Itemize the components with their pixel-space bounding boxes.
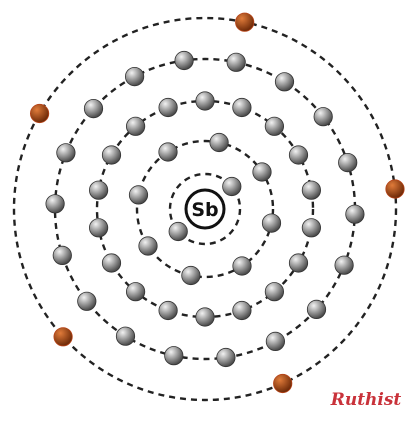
nucleus: Sb (186, 190, 224, 228)
valence-electron-shell-5-4 (54, 328, 72, 346)
electron-shell-1-2 (169, 222, 187, 240)
electron-shell-4-13 (53, 246, 71, 264)
electron-shell-3-9 (233, 301, 251, 319)
electron-shell-3-12 (126, 283, 144, 301)
electron-shell-4-15 (57, 144, 75, 162)
electron-shell-2-8 (159, 143, 177, 161)
electron-shell-4-12 (78, 292, 96, 310)
electron-shell-1-1 (223, 177, 241, 195)
electron-shell-4-14 (46, 195, 64, 213)
electron-shell-3-11 (159, 301, 177, 319)
electron-shell-2-2 (253, 163, 271, 181)
valence-electron-shell-5-3 (274, 374, 292, 392)
watermark-text: Ruthist (330, 390, 402, 410)
electron-shell-2-5 (182, 266, 200, 284)
electron-shell-4-6 (335, 256, 353, 274)
electron-shell-4-18 (175, 51, 193, 69)
electron-shell-3-6 (302, 219, 320, 237)
electron-shell-2-1 (210, 133, 228, 151)
electron-shell-3-13 (102, 254, 120, 272)
electron-shell-3-17 (126, 117, 144, 135)
electron-shell-2-7 (129, 186, 147, 204)
electron-shell-4-10 (165, 347, 183, 365)
electron-shell-4-16 (84, 99, 102, 117)
electron-shell-3-14 (89, 219, 107, 237)
electron-shell-3-3 (265, 117, 283, 135)
valence-electron-shell-5-1 (236, 13, 254, 31)
electron-shell-3-1 (196, 92, 214, 110)
electron-shell-2-3 (262, 214, 280, 232)
electron-shell-3-4 (289, 146, 307, 164)
electron-shell-2-6 (139, 237, 157, 255)
electron-shell-3-8 (265, 283, 283, 301)
electron-shell-3-2 (233, 98, 251, 116)
electron-shell-4-7 (307, 300, 325, 318)
electron-shell-3-18 (159, 98, 177, 116)
electron-shell-2-4 (233, 257, 251, 275)
electron-shell-4-1 (227, 53, 245, 71)
valence-electron-shell-5-5 (30, 104, 48, 122)
electron-shell-4-9 (217, 348, 235, 366)
electron-shell-4-17 (125, 67, 143, 85)
valence-electron-shell-5-2 (386, 180, 404, 198)
electron-shell-3-7 (289, 254, 307, 272)
electron-shell-4-4 (339, 153, 357, 171)
electron-shell-4-11 (116, 327, 134, 345)
electron-shell-3-5 (302, 181, 320, 199)
nucleus-symbol: Sb (191, 199, 218, 221)
electron-shell-4-5 (346, 205, 364, 223)
electron-shell-3-16 (102, 146, 120, 164)
electron-shell-4-3 (314, 108, 332, 126)
watermark-logo: Ruthist (330, 390, 402, 410)
electron-shell-3-15 (89, 181, 107, 199)
electron-shell-4-8 (266, 332, 284, 350)
electron-shell-4-2 (275, 73, 293, 91)
electron-shell-3-10 (196, 308, 214, 326)
